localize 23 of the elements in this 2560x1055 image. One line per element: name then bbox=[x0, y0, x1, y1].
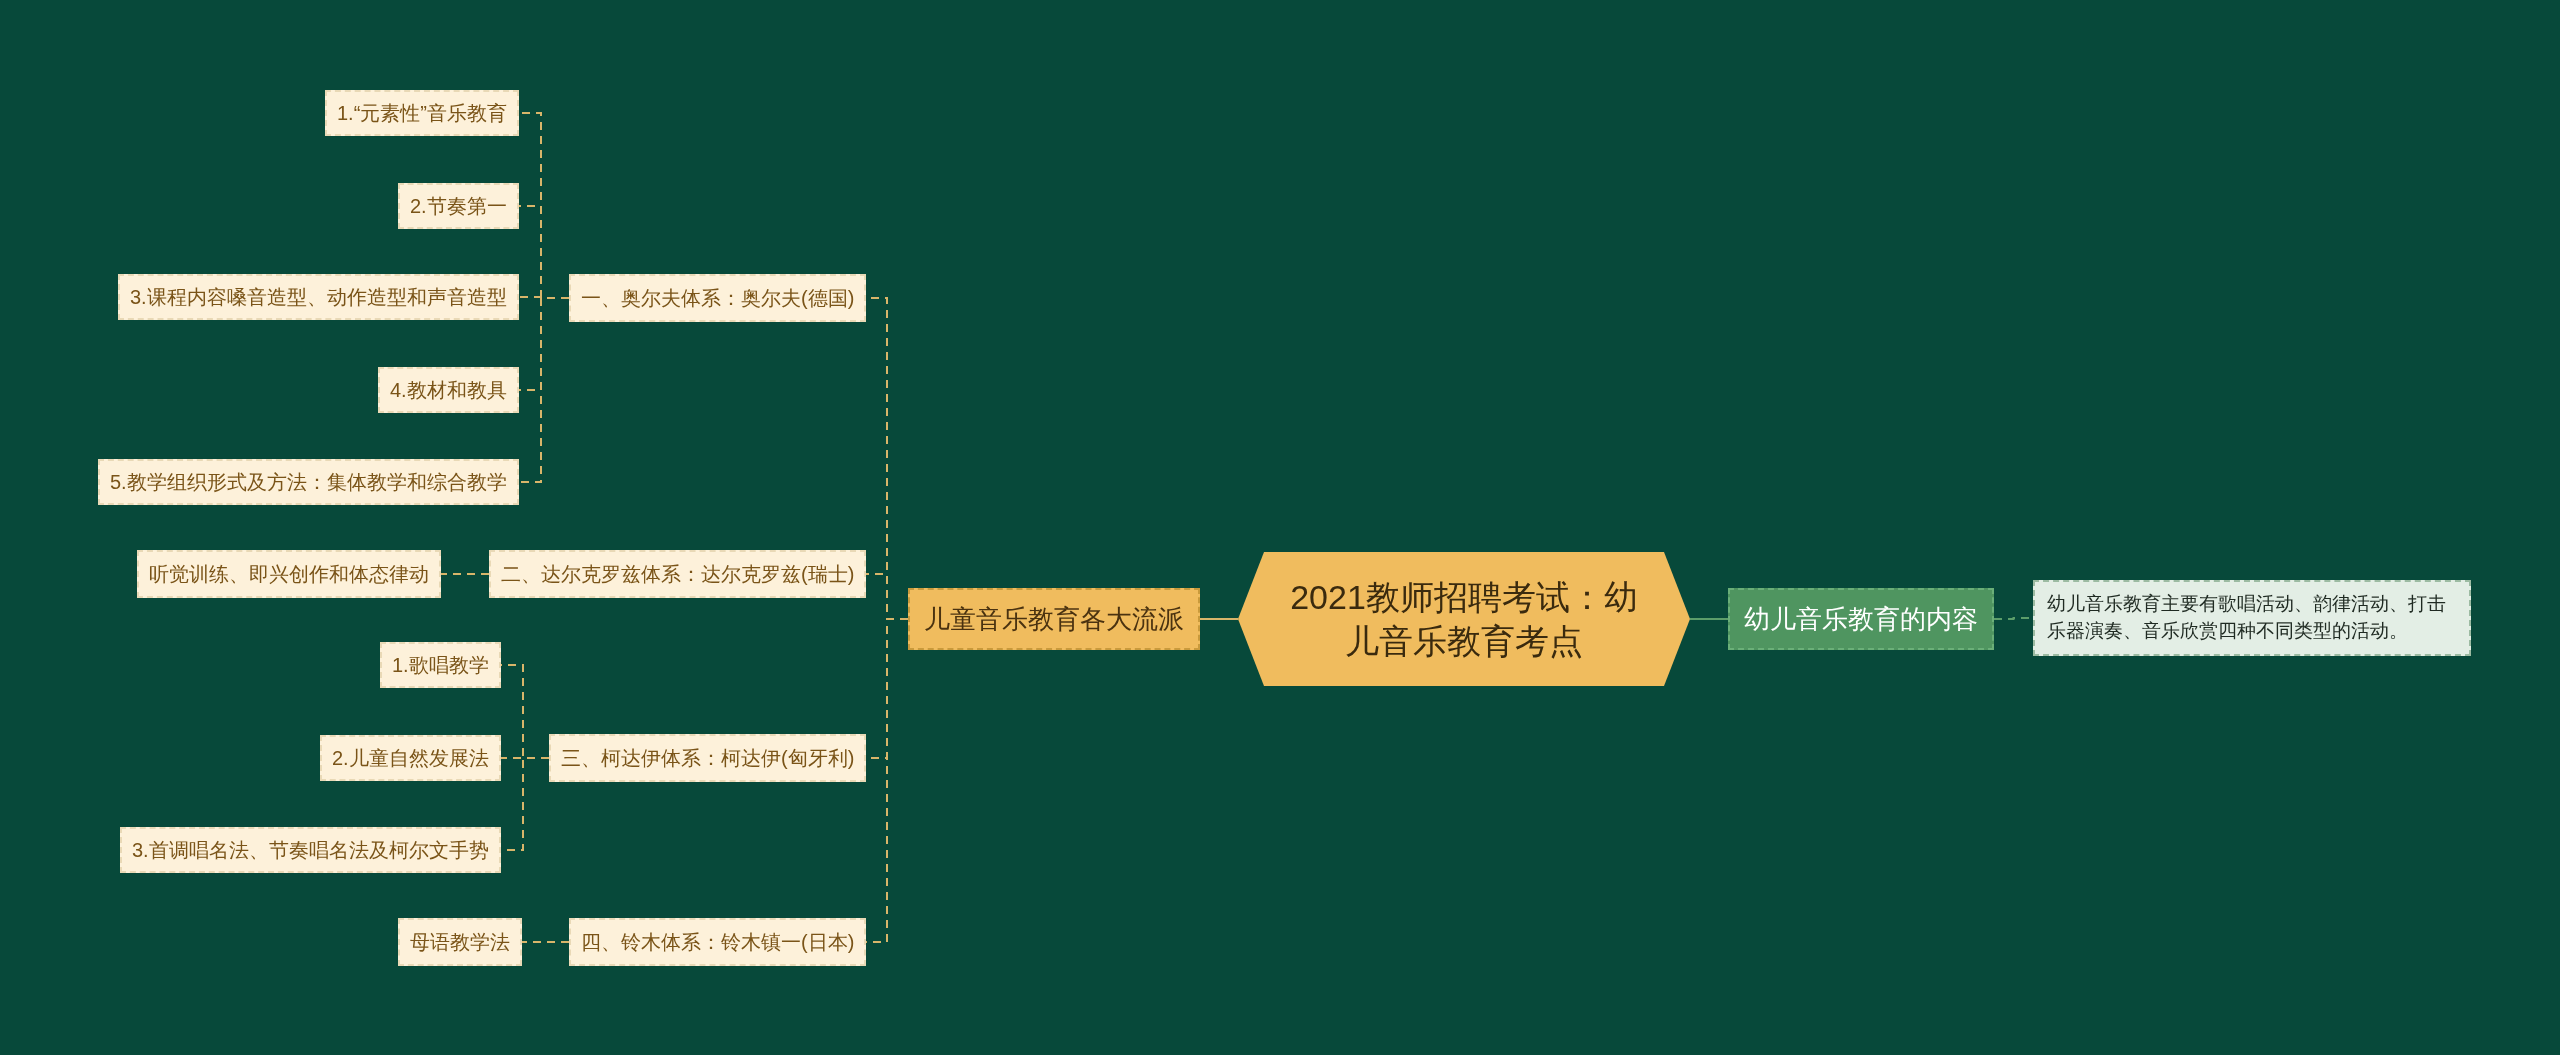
connector-line bbox=[440, 573, 490, 575]
topic-box: 二、达尔克罗兹体系：达尔克罗兹(瑞士) bbox=[489, 550, 867, 598]
topic-box: 三、柯达伊体系：柯达伊(匈牙利) bbox=[549, 734, 867, 782]
topic-box: 2.儿童自然发展法 bbox=[320, 735, 501, 781]
topic-box: 3.课程内容嗓音造型、动作造型和声音造型 bbox=[118, 274, 519, 320]
note-box: 幼儿音乐教育主要有歌唱活动、韵律活动、打击乐器演奏、音乐欣赏四种不同类型的活动。 bbox=[2033, 580, 2471, 656]
topic-box: 4.教材和教具 bbox=[378, 367, 519, 413]
topic-box: 母语教学法 bbox=[398, 918, 522, 966]
topic-box: 2.节奏第一 bbox=[398, 183, 519, 229]
connector-line bbox=[1689, 618, 1729, 620]
topic-box: 1.“元素性”音乐教育 bbox=[325, 90, 519, 136]
connector-line bbox=[1199, 618, 1239, 620]
connector-line bbox=[518, 297, 570, 483]
branch-box: 儿童音乐教育各大流派 bbox=[908, 588, 1200, 650]
topic-box: 3.首调唱名法、节奏唱名法及柯尔文手势 bbox=[120, 827, 501, 873]
topic-box: 1.歌唱教学 bbox=[380, 642, 501, 688]
branch-box: 幼儿音乐教育的内容 bbox=[1728, 588, 1994, 650]
topic-box: 一、奥尔夫体系：奥尔夫(德国) bbox=[569, 274, 867, 322]
topic-box: 四、铃木体系：铃木镇一(日本) bbox=[569, 918, 867, 966]
topic-box: 听觉训练、即兴创作和体态律动 bbox=[137, 550, 441, 598]
connector-line bbox=[521, 941, 570, 943]
topic-box: 5.教学组织形式及方法：集体教学和综合教学 bbox=[98, 459, 519, 505]
topic-hexagon: 2021教师招聘考试：幼儿音乐教育考点 bbox=[1238, 552, 1690, 686]
